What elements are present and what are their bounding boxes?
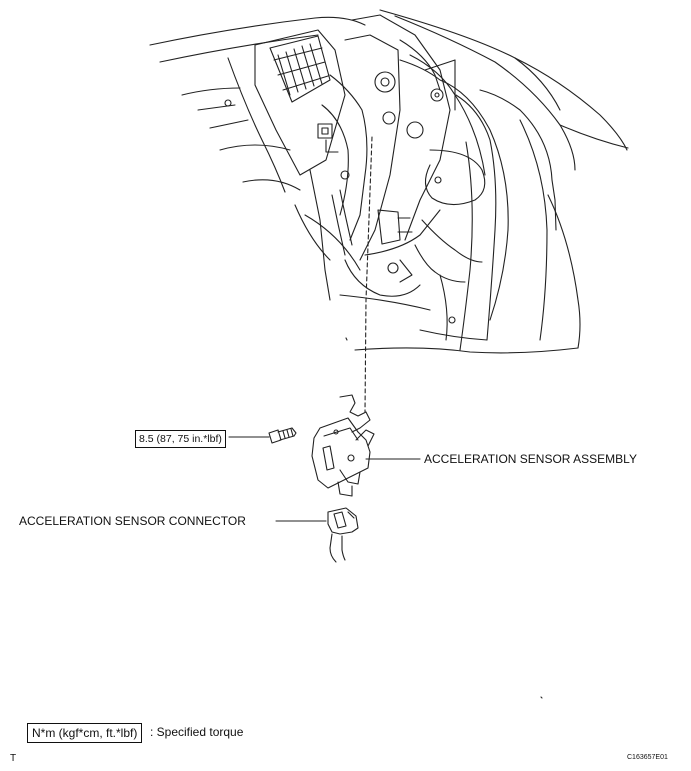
artwork-mark xyxy=(540,696,543,699)
artwork-mark xyxy=(345,337,348,341)
corner-letter: T xyxy=(10,753,17,764)
acceleration-sensor-assembly xyxy=(311,394,375,497)
vehicle-body-panel xyxy=(149,9,629,354)
reinforcement-plate xyxy=(309,14,456,301)
alignment-dashed-line xyxy=(364,136,373,413)
acceleration-sensor-connector-label: ACCELERATION SENSOR CONNECTOR xyxy=(19,514,246,528)
torque-spec-callout: 8.5 (87, 75 in.*lbf) xyxy=(135,430,226,448)
wire-harness xyxy=(331,54,509,321)
mounting-bolt xyxy=(268,427,297,444)
mounting-holes xyxy=(224,71,456,324)
torque-unit-legend-box: N*m (kgf*cm, ft.*lbf) xyxy=(27,723,143,743)
acceleration-sensor-connector xyxy=(327,507,359,563)
mounting-bracket-upper xyxy=(254,29,346,176)
acceleration-sensor-assembly-label: ACCELERATION SENSOR ASSEMBLY xyxy=(424,452,637,466)
figure-code: C163657E01 xyxy=(627,754,668,761)
legend-description: : Specified torque xyxy=(150,725,244,739)
